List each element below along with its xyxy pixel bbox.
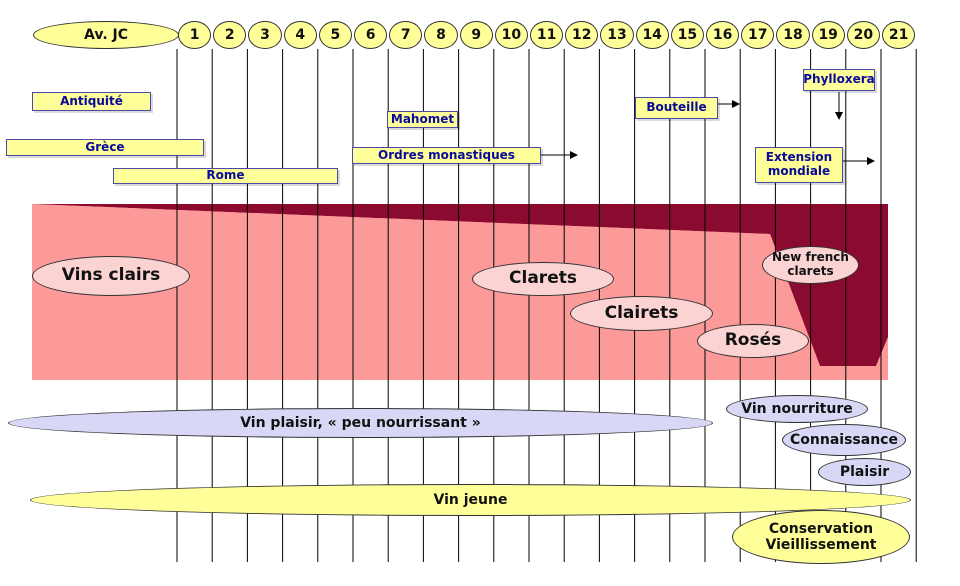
phylloxera-arrow-head	[835, 112, 843, 120]
event-grece: Grèce	[6, 139, 204, 156]
century-header-12: 12	[565, 21, 599, 49]
wine-clarets: Clarets	[472, 262, 614, 296]
light-wine-region	[32, 204, 888, 380]
century-header-14: 14	[635, 21, 669, 49]
century-header-1: 1	[178, 21, 212, 49]
wine-new-french-clarets: New french clarets	[762, 246, 859, 284]
consumption-vin-nourriture: Vin nourriture	[726, 395, 868, 423]
event-extension-mondiale: Extension mondiale	[755, 147, 843, 183]
ordres-arrow-head	[570, 151, 578, 159]
consumption-vin-jeune: Vin jeune	[30, 484, 911, 516]
event-rome: Rome	[113, 168, 338, 184]
event-bouteille: Bouteille	[635, 97, 718, 119]
century-header-6: 6	[354, 21, 388, 49]
event-arrows	[541, 92, 869, 162]
red-wine-wedge	[32, 204, 888, 366]
century-header-19: 19	[811, 21, 845, 49]
wine-vins-clairs: Vins clairs	[32, 256, 190, 296]
century-header-18: 18	[776, 21, 810, 49]
century-header-13: 13	[600, 21, 634, 49]
century-header-9: 9	[459, 21, 493, 49]
event-mahomet: Mahomet	[387, 111, 458, 128]
century-header-17: 17	[741, 21, 775, 49]
header-before-christ: Av. JC	[33, 21, 179, 49]
century-header-3: 3	[248, 21, 282, 49]
event-antiquite: Antiquité	[32, 92, 151, 111]
century-header-21: 21	[882, 21, 916, 49]
century-header-16: 16	[706, 21, 740, 49]
consumption-conservation-vieillissement: Conservation Vieillissement	[732, 510, 910, 564]
century-header-7: 7	[389, 21, 423, 49]
bouteille-arrow-head	[732, 100, 740, 108]
century-header-4: 4	[283, 21, 317, 49]
century-header-11: 11	[530, 21, 564, 49]
century-header-20: 20	[846, 21, 880, 49]
event-phylloxera: Phylloxera	[803, 69, 875, 91]
extension-arrow-head	[867, 157, 875, 165]
wine-clairets: Clairets	[570, 296, 713, 331]
century-header-8: 8	[424, 21, 458, 49]
consumption-plaisir: Plaisir	[818, 458, 911, 486]
century-header-15: 15	[670, 21, 704, 49]
consumption-vin-plaisir: Vin plaisir, « peu nourrissant »	[8, 408, 713, 438]
century-header-10: 10	[494, 21, 528, 49]
century-header-5: 5	[318, 21, 352, 49]
consumption-connaissance: Connaissance	[782, 424, 906, 456]
century-header-2: 2	[213, 21, 247, 49]
wine-roses: Rosés	[697, 324, 809, 358]
event-ordres-monastiques: Ordres monastiques	[352, 147, 541, 164]
arrow-heads	[570, 100, 875, 165]
